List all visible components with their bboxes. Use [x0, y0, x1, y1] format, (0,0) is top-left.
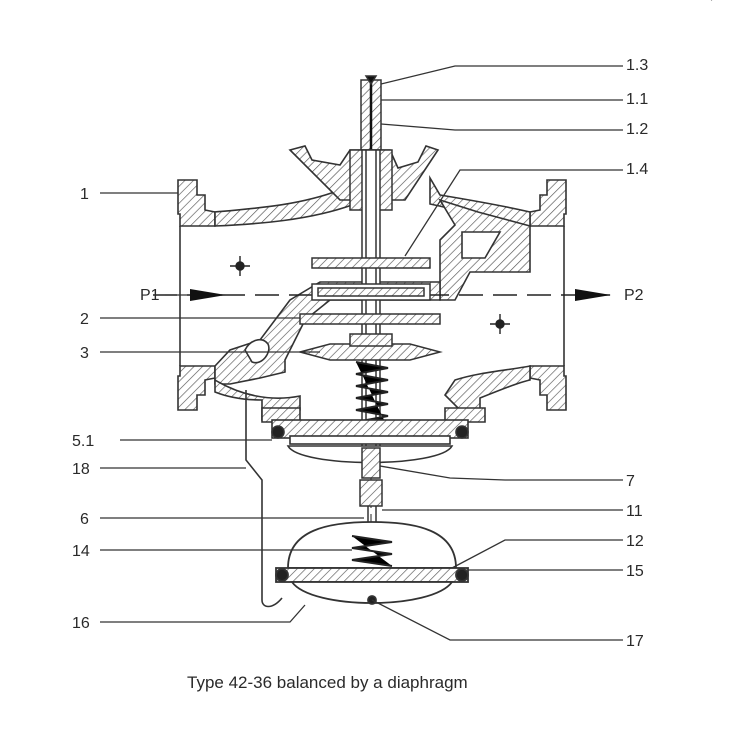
outlet-flow-arrow — [575, 289, 611, 301]
label-2: 2 — [80, 311, 89, 328]
labels-right: 1.3 1.1 1.2 1.4 P2 7 11 12 15 17 — [624, 57, 648, 650]
label-6: 6 — [80, 511, 89, 528]
inlet-flow-arrow — [190, 289, 226, 301]
label-1: 1 — [80, 186, 89, 203]
inlet-boss-marker — [230, 256, 250, 276]
labels-left: 1 P1 2 3 5.1 18 6 14 16 — [72, 186, 160, 632]
label-11: 11 — [626, 503, 643, 520]
control-line — [245, 390, 283, 608]
stopper-plate — [311, 257, 431, 269]
label-15: 15 — [626, 563, 644, 580]
label-1-4: 1.4 — [626, 161, 648, 178]
label-1-3: 1.3 — [626, 57, 648, 74]
label-3: 3 — [80, 345, 89, 362]
label-18: 18 — [72, 461, 90, 478]
label-p1: P1 — [140, 287, 160, 304]
upper-diaphragm-housing — [271, 419, 469, 464]
label-1-1: 1.1 — [626, 91, 648, 108]
actuator-diaphragm — [275, 521, 469, 605]
label-5-1: 5.1 — [72, 433, 94, 450]
plug-seat — [299, 283, 441, 325]
label-1-2: 1.2 — [626, 121, 648, 138]
leader-lines — [100, 65, 623, 641]
label-p2: P2 — [624, 287, 644, 304]
outlet-boss-marker — [490, 314, 510, 334]
upper-spring — [355, 361, 389, 429]
label-16: 16 — [72, 615, 90, 632]
balancing-disc — [297, 333, 443, 361]
actuator-spring — [351, 535, 393, 567]
corner-mark: ' — [710, 0, 713, 12]
figure-caption: Type 42-36 balanced by a diaphragm — [187, 673, 468, 692]
label-14: 14 — [72, 543, 90, 560]
label-7: 7 — [626, 473, 635, 490]
label-12: 12 — [626, 533, 644, 550]
label-17: 17 — [626, 633, 644, 650]
